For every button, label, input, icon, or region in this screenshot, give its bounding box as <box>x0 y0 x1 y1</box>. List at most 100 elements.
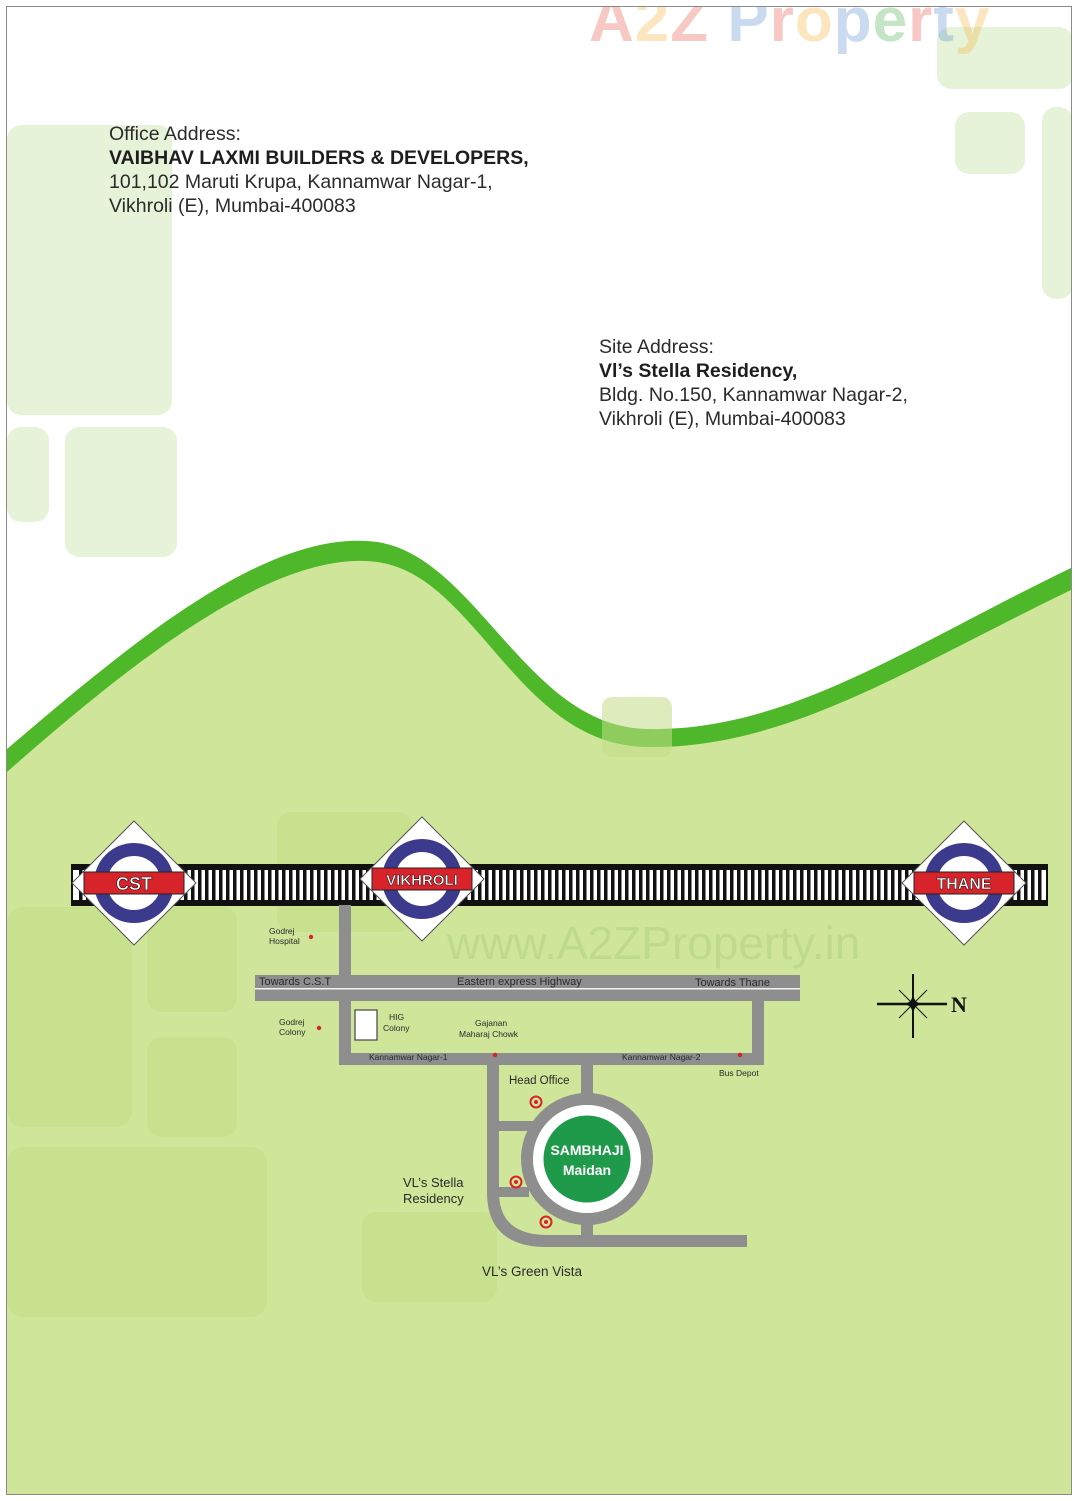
railway-sleeper <box>604 870 608 900</box>
railway-sleeper <box>695 870 699 900</box>
label-bus-depot: Bus Depot <box>719 1068 759 1078</box>
station-vikhroli: VIKHROLI <box>359 816 485 942</box>
site-name: Vl’s Stella Residency, <box>599 360 798 382</box>
road-branch <box>499 1121 539 1131</box>
railway-sleeper <box>492 870 496 900</box>
site-address-line2: Vikhroli (E), Mumbai-400083 <box>599 408 846 430</box>
location-map: SAMBHAJI Maidan CST VIKHROLI <box>7 540 1071 1494</box>
green-wave-stripe <box>7 540 1071 772</box>
maidan-label-2: Maidan <box>563 1162 611 1178</box>
office-address: Office Address: VAIBHAV LAXMI BUILDERS &… <box>109 122 529 218</box>
railway-sleeper <box>261 870 265 900</box>
road-curve-site <box>487 1192 747 1247</box>
site-address-label: Site Address: <box>599 336 714 358</box>
railway-sleeper <box>737 870 741 900</box>
railway-sleeper <box>702 870 706 900</box>
brand-watermark-letter: y <box>954 6 991 55</box>
site-address-line1: Bldg. No.150, Kannamwar Nagar-2, <box>599 384 908 406</box>
railway-sleeper <box>198 870 202 900</box>
railway-sleeper <box>800 870 804 900</box>
railway-sleeper <box>828 870 832 900</box>
railway-sleeper <box>688 870 692 900</box>
railway-sleeper <box>590 870 594 900</box>
railway-sleeper <box>723 870 727 900</box>
railway-sleeper <box>331 870 335 900</box>
label-kannamwar-nagar-2: Kannamwar Nagar-2 <box>622 1052 701 1062</box>
office-address-line1: 101,102 Maruti Krupa, Kannamwar Nagar-1, <box>109 171 493 193</box>
marker-bus-depot <box>737 1052 743 1058</box>
site-address: Site Address: Vl’s Stella Residency, Bld… <box>599 335 908 431</box>
decor-square <box>937 27 1071 89</box>
maidan-label-1: SAMBHAJI <box>550 1142 623 1158</box>
decor-square <box>7 427 49 522</box>
railway-sleeper <box>793 870 797 900</box>
label-gajanan-2: Maharaj Chowk <box>459 1029 519 1039</box>
decor-square <box>7 125 172 415</box>
label-green-vista: VL’s Green Vista <box>482 1264 583 1279</box>
label-godrej-hospital-2: Hospital <box>269 936 300 946</box>
railway-sleeper <box>275 870 279 900</box>
road-to-site <box>487 1065 499 1195</box>
office-address-line2: Vikhroli (E), Mumbai-400083 <box>109 195 356 217</box>
compass-icon: N <box>877 974 967 1038</box>
road-kannamwar-nagar <box>339 1053 764 1065</box>
railway-sleeper <box>653 870 657 900</box>
brand-watermark-letter: A <box>589 6 635 55</box>
decor-square <box>65 427 177 557</box>
brand-watermark-letter: Z <box>670 6 710 55</box>
decor-square <box>147 907 237 1012</box>
label-stella-1: VL’s Stella <box>403 1175 464 1190</box>
railway-sleeper <box>534 870 538 900</box>
railway-sleeper <box>716 870 720 900</box>
decor-square <box>602 697 672 757</box>
railway-sleeper <box>877 870 881 900</box>
station-thane: THANE <box>901 820 1027 946</box>
label-kannamwar-nagar-1: Kannamwar Nagar-1 <box>369 1052 448 1062</box>
label-eastern-express-highway: Eastern express Highway <box>457 976 582 988</box>
railway-sleeper <box>842 870 846 900</box>
railway-sleeper <box>478 870 482 900</box>
railway-sleeper <box>233 870 237 900</box>
railway-sleeper <box>681 870 685 900</box>
label-godrej-colony-2: Colony <box>279 1027 306 1037</box>
railway-sleeper <box>751 870 755 900</box>
brand-watermark-letter: r <box>908 6 934 55</box>
railway-sleeper <box>555 870 559 900</box>
railway-sleeper <box>282 870 286 900</box>
railway-sleeper <box>674 870 678 900</box>
railway-sleeper <box>219 870 223 900</box>
railway-sleeper <box>324 870 328 900</box>
railway-sleeper <box>730 870 734 900</box>
marker-head-office <box>529 1095 543 1109</box>
railway-sleeper <box>499 870 503 900</box>
railway-sleeper <box>870 870 874 900</box>
green-wave-background <box>7 540 1071 1494</box>
railway-sleeper <box>562 870 566 900</box>
brand-watermark-letter: 2 <box>634 6 671 55</box>
railway-sleeper <box>821 870 825 900</box>
label-godrej-hospital-1: Godrej <box>269 926 295 936</box>
page-frame: A2Z Property Office Address: VAIBHAV LAX… <box>6 6 1072 1495</box>
marker-stella-residency <box>509 1175 523 1189</box>
railway-sleeper <box>303 870 307 900</box>
station-label-cst: CST <box>116 874 152 894</box>
decor-square <box>147 1037 237 1137</box>
brand-watermark: A2Z Property <box>589 6 991 56</box>
railway-sleeper <box>513 870 517 900</box>
railway-sleeper <box>891 870 895 900</box>
office-address-label: Office Address: <box>109 123 241 145</box>
railway-sleeper <box>639 870 643 900</box>
label-towards-cst: Towards C.S.T <box>259 976 331 988</box>
railway-sleeper <box>807 870 811 900</box>
marker-godrej-colony <box>316 1025 322 1031</box>
marker-godrej-hospital <box>308 934 314 940</box>
decor-square <box>362 1212 497 1302</box>
railway-sleeper <box>814 870 818 900</box>
railway-track <box>71 864 1048 906</box>
label-godrej-colony-1: Godrej <box>279 1017 305 1027</box>
railway-sleeper <box>1038 870 1042 900</box>
marker-gajanan-chowk <box>492 1052 498 1058</box>
label-hig-1: HIG <box>389 1012 404 1022</box>
url-watermark: www.A2ZProperty.in <box>446 917 860 969</box>
